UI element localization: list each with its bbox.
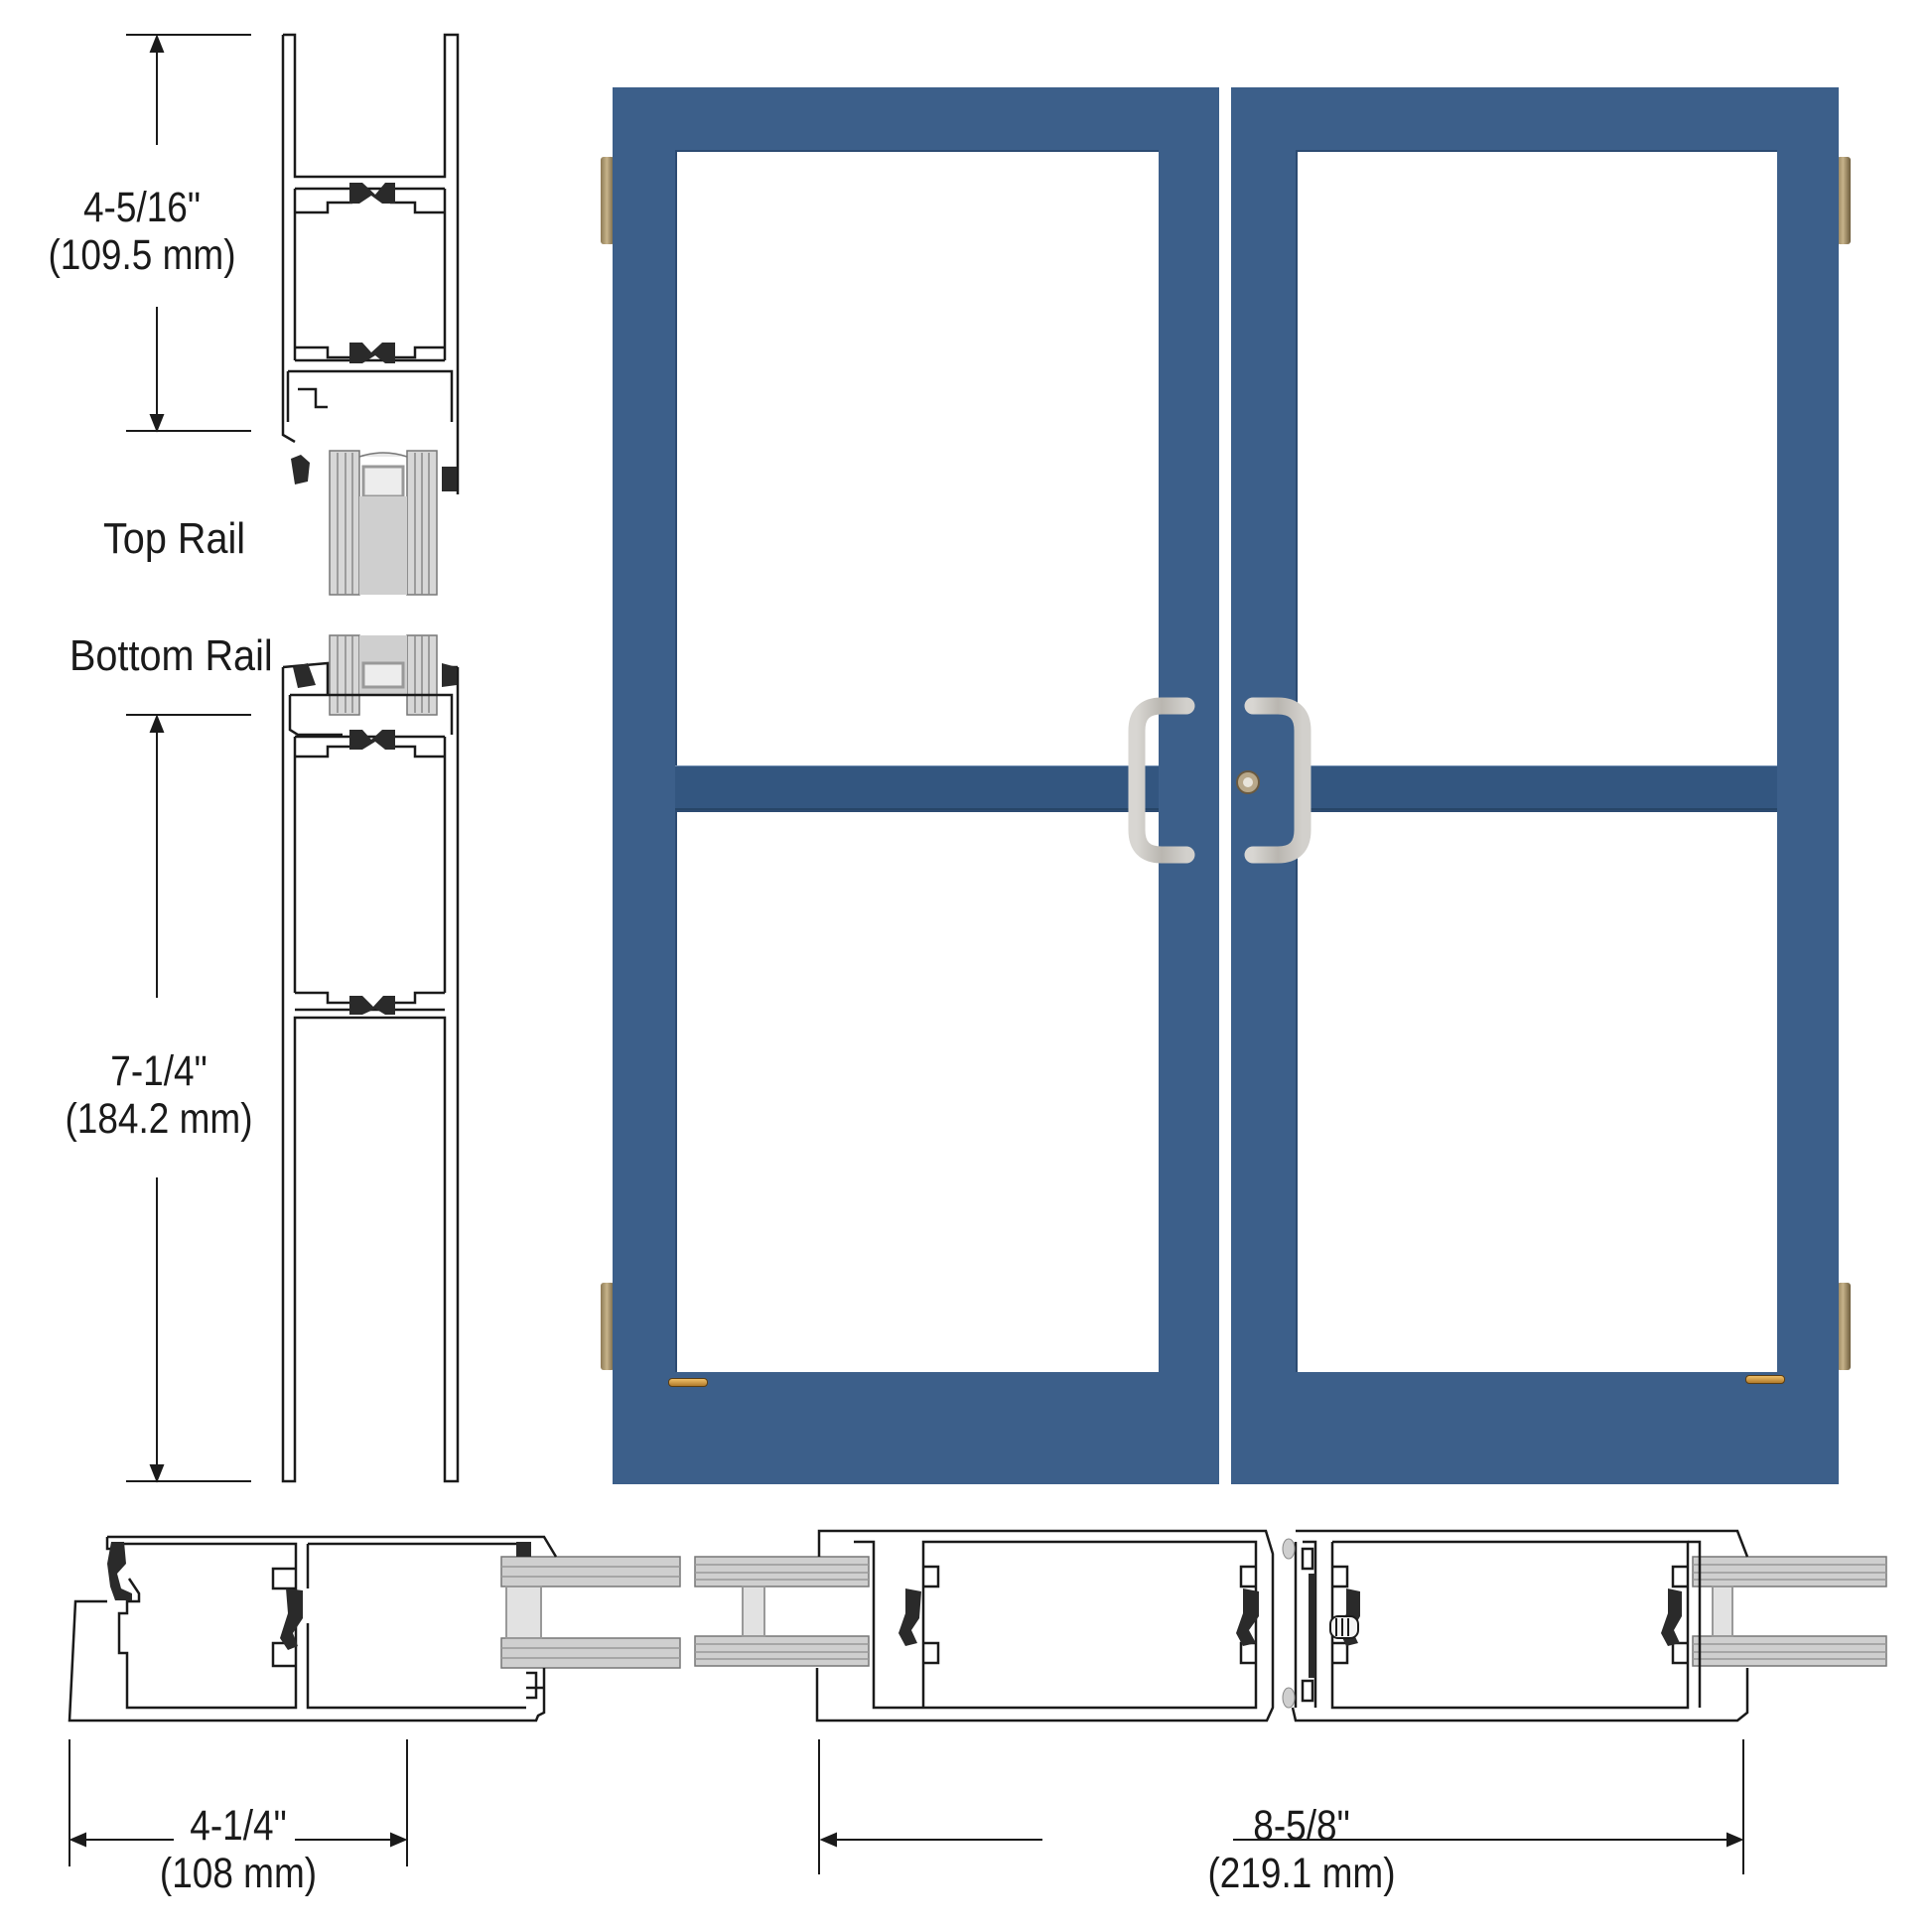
pull-handle-right-icon — [1244, 697, 1311, 864]
right-upper-glass-pane — [1296, 150, 1777, 765]
hinge-stile-dimension: 4-1/4" (108 mm) — [140, 1802, 337, 1897]
top-rail-dimension: 4-5/16" (109.5 mm) — [44, 184, 240, 279]
top-rail-label: Top Rail — [103, 514, 246, 563]
right-door-leaf[interactable] — [1231, 87, 1839, 1484]
left-door-leaf[interactable] — [613, 87, 1219, 1484]
hinge-icon — [601, 157, 615, 244]
hinge-icon — [1837, 1283, 1851, 1370]
top-rail-dimension-inches: 4-5/16" — [82, 184, 201, 231]
meeting-stiles-dimension-mm: (219.1 mm) — [1207, 1850, 1396, 1898]
left-lower-glass-pane — [675, 810, 1159, 1372]
hinge-stile-dimension-mm: (108 mm) — [159, 1850, 318, 1898]
hinge-icon — [1837, 157, 1851, 244]
meeting-stiles-dimension-inches: 8-5/8" — [1253, 1802, 1350, 1850]
meeting-stiles-dimension: 8-5/8" (219.1 mm) — [1203, 1802, 1400, 1897]
top-rail-dimension-mm: (109.5 mm) — [48, 231, 236, 280]
bottom-rail-dimension: 7-1/4" (184.2 mm) — [61, 1047, 257, 1143]
hinge-icon — [601, 1283, 615, 1370]
hinge-stile-dimension-inches: 4-1/4" — [190, 1802, 287, 1850]
bottom-pivot-icon — [1745, 1375, 1785, 1384]
pull-handle-left-icon — [1128, 697, 1195, 864]
bottom-rail-dimension-mm: (184.2 mm) — [65, 1095, 253, 1144]
left-upper-glass-pane — [675, 150, 1159, 765]
bottom-rail-label: Bottom Rail — [69, 631, 273, 680]
right-mid-rail — [1296, 765, 1777, 810]
right-lower-glass-pane — [1296, 810, 1777, 1372]
bottom-rail-dimension-inches: 7-1/4" — [110, 1047, 207, 1095]
bottom-pivot-icon — [668, 1378, 708, 1387]
left-mid-rail — [675, 765, 1159, 810]
